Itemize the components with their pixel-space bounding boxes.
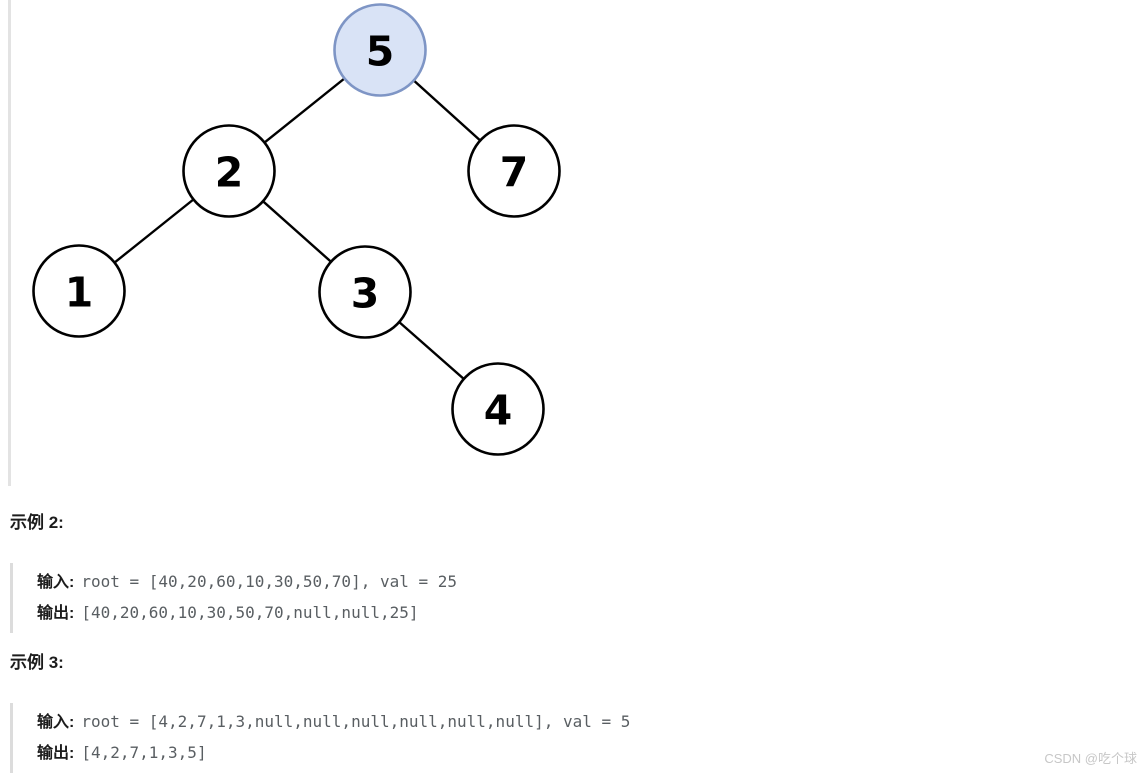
tree-node-3 (318, 245, 412, 339)
example-3-input-line: 输入: root = [4,2,7,1,3,null,null,null,null… (37, 707, 1130, 738)
example-3-code-block: 输入: root = [4,2,7,1,3,null,null,null,null… (10, 703, 1130, 773)
tree-node-label-2: 2 (215, 149, 244, 197)
example-2-heading: 示例 2: (10, 513, 64, 532)
example-3-output-line: 输出: [4,2,7,1,3,5] (37, 738, 1130, 769)
input-code: root = [40,20,60,10,30,50,70], val = 25 (81, 572, 458, 591)
input-label: 输入: (37, 714, 75, 731)
output-code: [4,2,7,1,3,5] (81, 743, 207, 762)
tree-node-label-1: 1 (65, 269, 94, 317)
tree-node-label-4: 4 (484, 387, 513, 435)
csdn-watermark: CSDN @吃个球 (1044, 751, 1137, 766)
tree-node-label-3: 3 (351, 270, 380, 318)
binary-tree-diagram: 5 2 7 1 3 4 (32, 3, 561, 456)
example-2-code-block: 输入: root = [40,20,60,10,30,50,70], val = … (10, 563, 1130, 633)
tree-node-label-5: 5 (366, 28, 395, 76)
example-2-output-line: 输出: [40,20,60,10,30,50,70,null,null,25] (37, 598, 1130, 629)
tree-node-5 (333, 3, 427, 97)
output-label: 输出: (37, 745, 75, 762)
tree-node-label-7: 7 (500, 149, 529, 197)
example-3-heading: 示例 3: (10, 653, 64, 672)
tree-node-1 (32, 244, 126, 338)
output-label: 输出: (37, 605, 75, 622)
figure-left-border (8, 0, 11, 486)
tree-node-7 (467, 124, 561, 218)
example-2-input-line: 输入: root = [40,20,60,10,30,50,70], val = … (37, 567, 1130, 598)
input-code: root = [4,2,7,1,3,null,null,null,null,nu… (81, 712, 631, 731)
tree-node-2 (182, 124, 276, 218)
input-label: 输入: (37, 574, 75, 591)
output-code: [40,20,60,10,30,50,70,null,null,25] (81, 603, 419, 622)
tree-node-4 (451, 362, 545, 456)
